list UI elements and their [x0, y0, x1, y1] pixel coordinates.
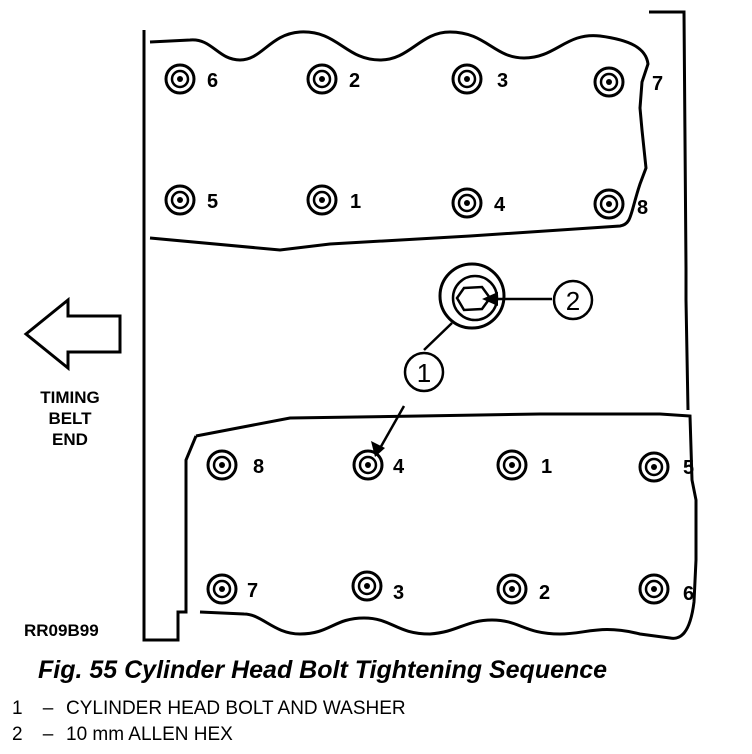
bolt-seq-label: 4	[494, 194, 506, 216]
cylinder-head-diagram: TIMING BELT END 6 2 3 7	[23, 10, 698, 642]
bolt-seq-label: 2	[349, 70, 360, 92]
bolt-seq-label: 3	[497, 70, 508, 92]
engine-block-right-edge	[649, 10, 690, 411]
callout-1-number: 1	[417, 358, 431, 388]
bolt-seq-label: 8	[253, 456, 264, 478]
legend-item-2: 2–10 mm ALLEN HEX	[12, 724, 233, 746]
bolt-seq-label: 7	[652, 73, 663, 95]
bolt-lower-6: 3	[351, 570, 404, 604]
figure-code: RR09B99	[24, 621, 99, 640]
bolt-seq-label: 7	[247, 580, 258, 602]
bolt-upper-5: 5	[164, 184, 218, 216]
bolt-lower-5: 7	[206, 573, 258, 605]
bolt-seq-label: 1	[350, 191, 361, 213]
bolt-seq-label: 1	[541, 456, 552, 478]
bolt-seq-label: 5	[683, 457, 694, 479]
bolt-lower-1: 8	[206, 449, 264, 481]
lower-bolts: 8 4 1 5 7 3	[206, 449, 694, 605]
bolt-seq-label: 3	[393, 582, 404, 604]
figure-caption: Fig. 55 Cylinder Head Bolt Tightening Se…	[38, 656, 608, 684]
bolt-seq-label: 6	[207, 70, 218, 92]
side-label-line-1: TIMING	[40, 388, 100, 407]
timing-belt-arrow	[23, 296, 122, 372]
engine-block-outline	[142, 30, 198, 642]
callout-1: 1	[371, 322, 453, 457]
legend-item-1: 1–CYLINDER HEAD BOLT AND WASHER	[12, 698, 406, 720]
bolt-seq-label: 6	[683, 583, 694, 605]
bolt-lower-7: 2	[496, 573, 550, 605]
bolt-upper-2: 2	[306, 63, 360, 95]
bolt-lower-2: 4	[352, 449, 405, 481]
callout-2: 2	[482, 279, 594, 321]
bolt-lower-3: 1	[496, 449, 552, 481]
legend-item-text: 10 mm ALLEN HEX	[66, 724, 233, 745]
bolt-upper-8: 8	[593, 188, 648, 220]
upper-head-outline	[149, 30, 650, 252]
bolt-upper-6: 1	[306, 184, 361, 216]
legend-item-number: 1	[12, 698, 23, 719]
bolt-seq-label: 8	[637, 197, 648, 219]
bolt-lower-8: 6	[638, 573, 694, 605]
upper-bolts: 6 2 3 7 5 1	[164, 63, 663, 220]
legend-item-dash: –	[42, 724, 54, 745]
bolt-lower-4: 5	[638, 451, 694, 483]
legend-item-text: CYLINDER HEAD BOLT AND WASHER	[66, 698, 406, 719]
callout-2-number: 2	[566, 286, 580, 316]
side-label-line-3: END	[52, 430, 88, 449]
lower-head-outline	[195, 412, 698, 640]
bolt-seq-label: 5	[207, 191, 218, 213]
bolt-upper-4: 7	[593, 66, 663, 98]
bolt-upper-1: 6	[164, 63, 218, 95]
legend-item-dash: –	[42, 698, 54, 719]
legend-item-number: 2	[12, 724, 23, 745]
bolt-upper-3: 3	[451, 63, 508, 95]
side-label-line-2: BELT	[48, 409, 92, 428]
bolt-seq-label: 4	[393, 456, 405, 478]
bolt-upper-7: 4	[451, 187, 506, 219]
bolt-seq-label: 2	[539, 582, 550, 604]
